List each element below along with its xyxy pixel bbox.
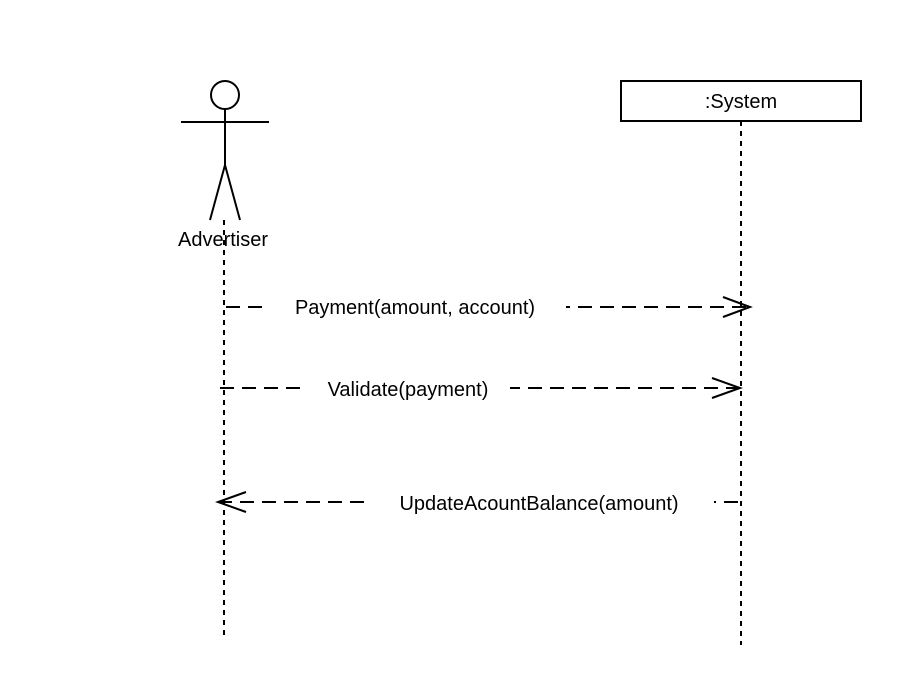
actor-head <box>210 80 240 110</box>
message-label: Validate(payment) <box>328 379 489 401</box>
actor-left-leg <box>209 164 226 221</box>
open-arrowhead-icon <box>215 491 247 513</box>
actor-label: Advertiser <box>178 229 268 251</box>
message-label: UpdateAcountBalance(amount) <box>399 493 678 515</box>
open-arrowhead-icon <box>711 377 743 399</box>
message-label-background <box>366 487 714 517</box>
advertiser-actor-icon <box>181 80 269 221</box>
message-update-account-balance: UpdateAcountBalance(amount) <box>215 487 741 517</box>
system-object-label: :System <box>705 91 777 113</box>
message-payment: Payment(amount, account) <box>226 292 753 322</box>
message-validate: Validate(payment) <box>220 373 743 403</box>
message-label-background <box>304 373 510 403</box>
actor-right-leg <box>224 164 241 221</box>
open-arrowhead-icon <box>722 296 753 318</box>
message-label: Payment(amount, account) <box>295 297 535 319</box>
system-object-box <box>620 80 862 122</box>
message-label-background <box>264 292 566 322</box>
